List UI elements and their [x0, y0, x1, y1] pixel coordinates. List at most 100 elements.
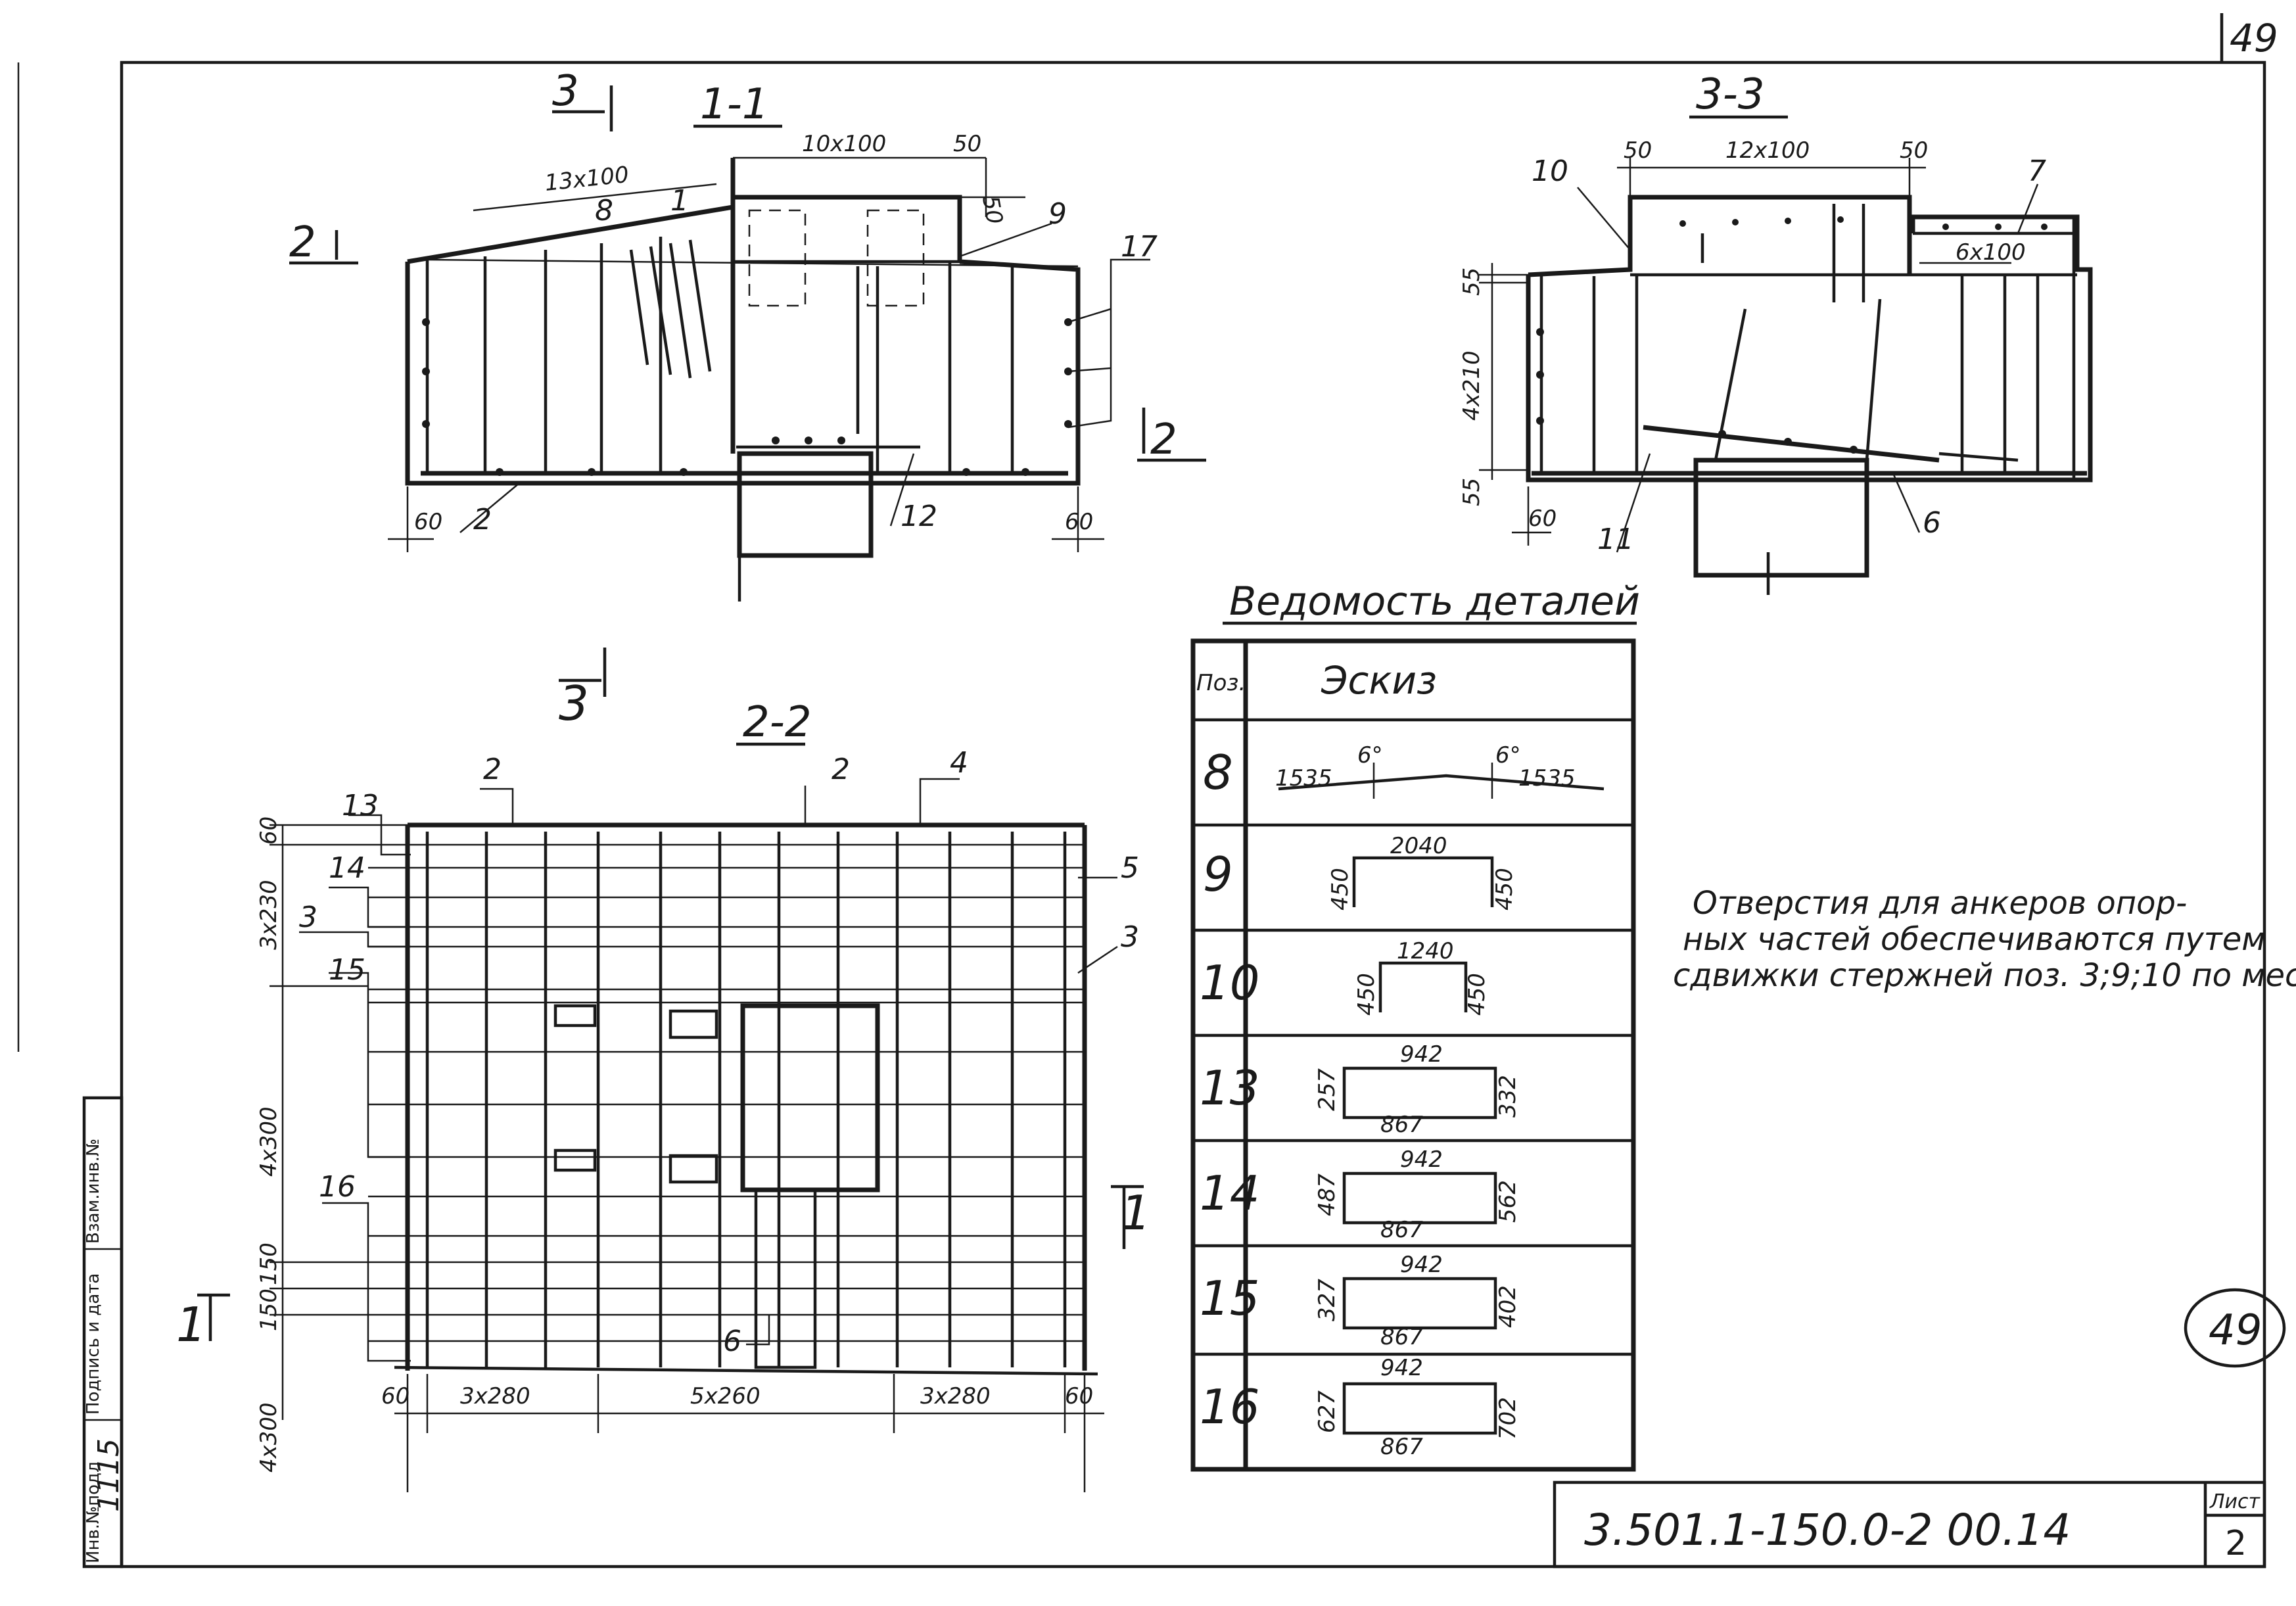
page-stamp-number: 49 — [2209, 1306, 2262, 1355]
s11-pos-17: 17 — [1121, 230, 1158, 264]
s22-dim-left-2: 3x230 — [256, 880, 282, 950]
sheet-frame — [17, 13, 2266, 1569]
parts-row-15-top: 942 — [1400, 1252, 1443, 1278]
s11-dim-bottom-left: 60 — [414, 509, 442, 535]
section-3-3-drawing: 3-3 — [1479, 70, 2093, 595]
parts-row-15-pos: 15 — [1200, 1271, 1260, 1326]
s11-pos-1: 1 — [670, 184, 689, 218]
s11-cut-2-left: 2 — [289, 218, 316, 267]
s22-dim-left-6: 4x300 — [256, 1402, 282, 1473]
parts-sketch-closed-bar — [1342, 1382, 1497, 1435]
s22-cut-1-right: 1 — [1121, 1185, 1151, 1240]
s11-pos-8: 8 — [595, 194, 613, 227]
parts-sketch-closed-bar — [1342, 1066, 1497, 1120]
s33-dim-v-mid: 4x210 — [1459, 350, 1485, 421]
s22-pos-3a: 3 — [299, 901, 317, 934]
s33-pos-10: 10 — [1532, 154, 1568, 188]
s22-dim-left-3: 4x300 — [256, 1106, 282, 1177]
s22-cut-3: 3 — [559, 676, 589, 731]
parts-row-10-right: 450 — [1464, 973, 1490, 1016]
parts-row-10-pos: 10 — [1200, 955, 1260, 1010]
note-line-1: Отверстия для анкеров опор- — [1693, 885, 2187, 922]
parts-row-10-top: 1240 — [1397, 938, 1454, 964]
parts-row-8-angle-left: 6° — [1357, 742, 1383, 768]
s22-pos-3b: 3 — [1121, 920, 1139, 954]
stamp-sign-label: Подпись и дата — [83, 1273, 103, 1415]
parts-row-14-left: 487 — [1314, 1173, 1340, 1216]
s11-dim-top-50b: 50 — [977, 194, 1008, 227]
s22-dim-bottom-1: 60 — [381, 1383, 410, 1409]
parts-row-8-pos: 8 — [1203, 745, 1233, 800]
stamp-repl-label: Взам.инв.№ — [83, 1139, 103, 1244]
parts-row-16-top: 942 — [1380, 1355, 1423, 1381]
note-line-3: сдвижки стержней поз. 3;9;10 по месту — [1673, 957, 2296, 994]
parts-row-8-left: 1535 — [1275, 765, 1332, 791]
s22-pos-13: 13 — [342, 789, 379, 822]
s33-dim-v-bot: 55 — [1459, 478, 1485, 506]
section-1-1-title: 1-1 — [700, 80, 769, 129]
s22-dim-left-5: 150 — [256, 1288, 282, 1331]
parts-row-15-right: 402 — [1495, 1285, 1521, 1328]
s11-dim-top: 10x100 — [802, 131, 886, 157]
s22-pos-2a: 2 — [483, 753, 502, 786]
s22-dim-bottom-5: 60 — [1065, 1383, 1093, 1409]
s11-dim-top-left: 13x100 — [544, 162, 630, 197]
s22-dim-bottom-2: 3x280 — [460, 1383, 530, 1409]
stamp-inv-label: Инв.№подл — [83, 1461, 103, 1563]
s22-dim-left-1: 60 — [256, 816, 282, 845]
s22-cut-1-left: 1 — [176, 1297, 206, 1352]
s22-pos-4: 4 — [950, 746, 968, 780]
s11-cut-2-right: 2 — [1150, 415, 1177, 464]
s22-pos-14: 14 — [329, 851, 365, 885]
s22-pos-5: 5 — [1121, 851, 1139, 885]
parts-sketch-closed-bar — [1342, 1277, 1497, 1330]
s33-dim-bottom-left: 60 — [1528, 506, 1557, 532]
parts-row-14-bottom: 867 — [1380, 1217, 1423, 1243]
s33-dim-50-right: 50 — [1900, 137, 1928, 164]
s22-pos-16: 16 — [319, 1170, 356, 1204]
s22-dim-bottom-3: 5x260 — [690, 1383, 761, 1409]
list-label: Лист — [2209, 1490, 2261, 1513]
s33-pos-11: 11 — [1597, 523, 1634, 556]
s22-dim-left-4: 150 — [256, 1242, 282, 1285]
s11-pos-12: 12 — [901, 500, 937, 533]
section-3-3-title: 3-3 — [1696, 70, 1765, 119]
parts-row-9-pos: 9 — [1203, 847, 1233, 902]
s11-dim-bottom-right: 60 — [1065, 509, 1093, 535]
parts-row-8-right: 1535 — [1518, 765, 1576, 791]
parts-row-8-angle-right: 6° — [1495, 742, 1521, 768]
s22-pos-15: 15 — [329, 953, 365, 987]
s11-pos-2: 2 — [473, 503, 492, 536]
s22-pos-6: 6 — [723, 1325, 741, 1358]
s11-pos-9: 9 — [1048, 197, 1067, 231]
parts-row-16-pos: 16 — [1200, 1379, 1260, 1434]
note-line-2: ных частей обеспечиваются путем — [1683, 921, 2266, 958]
parts-row-13-bottom: 867 — [1380, 1112, 1423, 1138]
stamp-inv-value: 1115 — [92, 1438, 126, 1512]
s33-dim-v-top: 55 — [1459, 268, 1485, 296]
parts-row-14-top: 942 — [1400, 1146, 1443, 1173]
parts-row-16-right: 702 — [1495, 1397, 1521, 1440]
s11-dim-top-50: 50 — [953, 131, 981, 157]
parts-row-13-left: 257 — [1314, 1068, 1340, 1111]
parts-row-10-left: 450 — [1353, 973, 1380, 1016]
page-stamp: 49 — [2184, 1288, 2286, 1368]
parts-header-sketch: Эскиз — [1321, 658, 1437, 703]
parts-row-13-pos: 13 — [1200, 1060, 1260, 1116]
s33-dim-right: 6x100 — [1956, 239, 2026, 266]
s22-pos-2b: 2 — [832, 753, 850, 786]
list-number: 2 — [2225, 1524, 2247, 1563]
parts-row-14-right: 562 — [1495, 1180, 1521, 1223]
parts-row-9-top: 2040 — [1390, 833, 1447, 859]
page-number: 49 — [2230, 16, 2278, 60]
parts-row-14-pos: 14 — [1200, 1166, 1260, 1221]
s11-cut-3: 3 — [552, 67, 579, 116]
parts-row-13-right: 332 — [1495, 1075, 1521, 1118]
section-2-2-drawing: 2-2 3 1 1 — [176, 648, 1151, 1492]
s33-pos-7: 7 — [2028, 154, 2046, 188]
parts-row-9-right: 450 — [1491, 868, 1518, 910]
side-stamp: Инв.№подл 1115 Подпись и дата Взам.инв.№ — [82, 1096, 126, 1569]
parts-row-15-bottom: 867 — [1380, 1324, 1423, 1350]
s33-dim-top: 12x100 — [1725, 137, 1810, 164]
